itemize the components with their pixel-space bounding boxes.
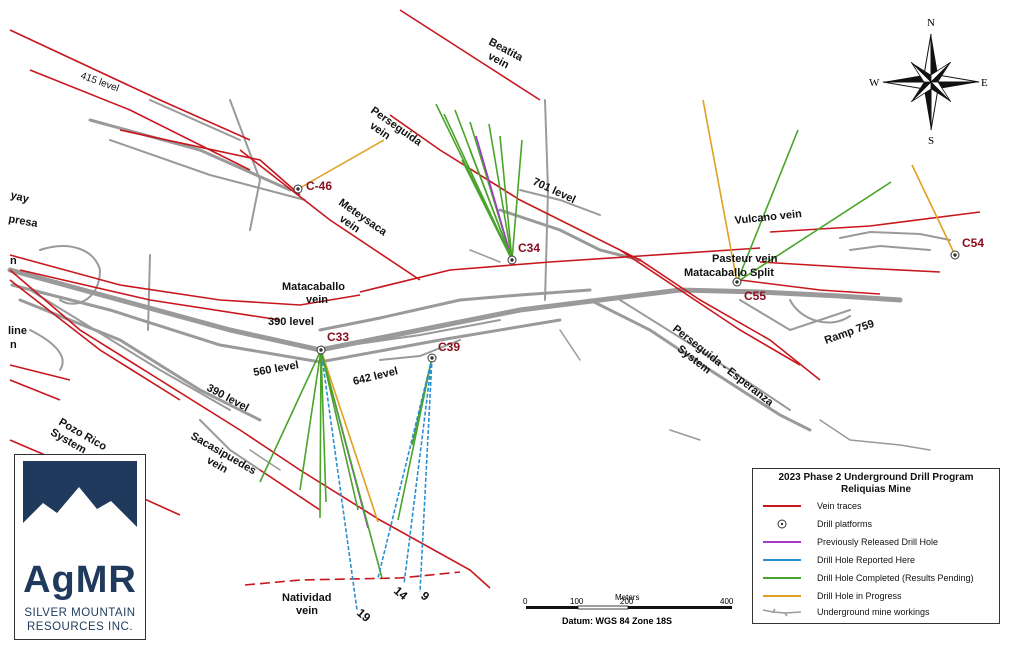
svg-text:vein: vein <box>306 294 328 306</box>
legend-item-in-progress: Drill Hole in Progress <box>761 591 902 601</box>
level-701-label: 701 level <box>531 176 578 206</box>
edge-label-n: n <box>10 255 17 267</box>
platform-label-c55: C55 <box>744 289 766 303</box>
drill-holes-c39 <box>377 357 433 593</box>
map-legend: 2023 Phase 2 Underground Drill Program R… <box>752 468 1000 624</box>
hole-number-14: 14 <box>391 584 410 604</box>
scale-tick-400: 400 <box>720 597 734 606</box>
platform-c46-marker <box>293 184 303 194</box>
legend-item-drill-platforms: Drill platforms <box>761 519 872 529</box>
drill-holes-c54 <box>911 164 956 256</box>
legend-title-line1: 2023 Phase 2 Underground Drill Program <box>778 472 974 483</box>
platform-label-c39: C39 <box>438 340 460 354</box>
level-390-label-upper: 390 level <box>268 316 314 328</box>
platform-c54-marker <box>950 250 960 260</box>
scale-unit: Meters <box>615 593 639 602</box>
drill-holes-c46 <box>297 139 385 190</box>
compass-e: E <box>981 77 988 89</box>
level-642-label: 642 level <box>352 365 399 388</box>
legend-item-vein-traces: Vein traces <box>761 501 862 511</box>
edge-label-yay: yay <box>9 189 31 206</box>
drill-platforms <box>293 184 960 363</box>
scale-bar: Meters 0 100 200 400 Datum: WGS 84 Zone … <box>523 593 734 626</box>
drill-holes-c55 <box>702 99 892 283</box>
svg-text:Perseguida - Esperanza: Perseguida - Esperanza <box>670 323 776 409</box>
legend-item-previously-released: Previously Released Drill Hole <box>761 537 938 547</box>
logo-brand-text: AgMR <box>23 559 137 601</box>
beatita-vein-label: Beatita vein <box>486 36 526 71</box>
vein-trace-swatch-icon <box>763 505 801 507</box>
meteysaca-vein-label: Meteysaca vein <box>336 197 389 239</box>
level-415-label: 415 level <box>79 70 120 94</box>
svg-text:vein: vein <box>296 605 318 617</box>
platform-label-c46: C-46 <box>306 179 332 193</box>
platform-c39-marker <box>427 353 437 363</box>
logo-line1: SILVER MOUNTAIN <box>24 607 136 619</box>
logo-line2: RESOURCES INC. <box>26 621 134 633</box>
edge-label-line: line <box>8 325 27 337</box>
scale-tick-100: 100 <box>570 597 584 606</box>
scale-tick-200: 200 <box>620 597 634 606</box>
platform-c33-marker <box>316 345 326 355</box>
legend-item-reported-here: Drill Hole Reported Here <box>761 555 915 565</box>
results-pending-swatch-icon <box>763 577 801 579</box>
platform-label-c54: C54 <box>962 236 984 250</box>
workings-swatch-icon <box>762 608 802 617</box>
reported-here-swatch-icon <box>763 559 801 561</box>
natividad-vein-label: Natividad vein <box>282 592 332 617</box>
svg-text:Matacaballo: Matacaballo <box>282 281 345 293</box>
in-progress-swatch-icon <box>763 595 801 597</box>
platform-c34-marker <box>507 255 517 265</box>
mountain-logo-icon <box>23 461 137 559</box>
drill-holes-c34 <box>435 103 523 261</box>
legend-item-workings: Underground mine workings <box>761 607 930 617</box>
edge-label-n2: n <box>10 339 17 351</box>
level-560-label: 560 level <box>252 359 299 379</box>
scale-datum: Datum: WGS 84 Zone 18S <box>562 616 672 626</box>
platform-c55-marker <box>732 277 742 287</box>
drill-holes-c33 <box>259 349 383 611</box>
hole-number-9: 9 <box>418 589 432 604</box>
platform-label-c34: C34 <box>518 241 540 255</box>
legend-item-results-pending: Drill Hole Completed (Results Pending) <box>761 573 974 583</box>
legend-title-line2: Reliquias Mine <box>840 484 911 495</box>
compass-n: N <box>927 17 935 29</box>
underground-workings <box>7 99 951 471</box>
perseguida-esperanza-label: Perseguida - Esperanza System <box>670 323 776 409</box>
matacaballo-split-label: Matacaballo Split <box>684 267 774 279</box>
previously-released-swatch-icon <box>763 541 801 543</box>
pasteur-vein-label: Pasteur vein <box>712 253 778 265</box>
drill-platform-swatch-icon <box>777 519 787 529</box>
vein-traces <box>9 9 981 589</box>
svg-text:Natividad: Natividad <box>282 592 332 604</box>
platform-label-c33: C33 <box>327 330 349 344</box>
company-logo: AgMR SILVER MOUNTAIN RESOURCES INC. <box>14 454 146 640</box>
vulcano-vein-label: Vulcano vein <box>734 208 803 227</box>
north-arrow-compass-icon: N S E W <box>869 17 988 146</box>
scale-tick-0: 0 <box>523 597 528 606</box>
compass-w: W <box>869 77 880 89</box>
edge-label-presa: presa <box>7 213 39 230</box>
matacaballo-vein-label: Matacaballo vein <box>282 281 345 306</box>
perseguida-vein-label: Perseguida vein <box>367 105 424 149</box>
compass-s: S <box>928 135 934 146</box>
